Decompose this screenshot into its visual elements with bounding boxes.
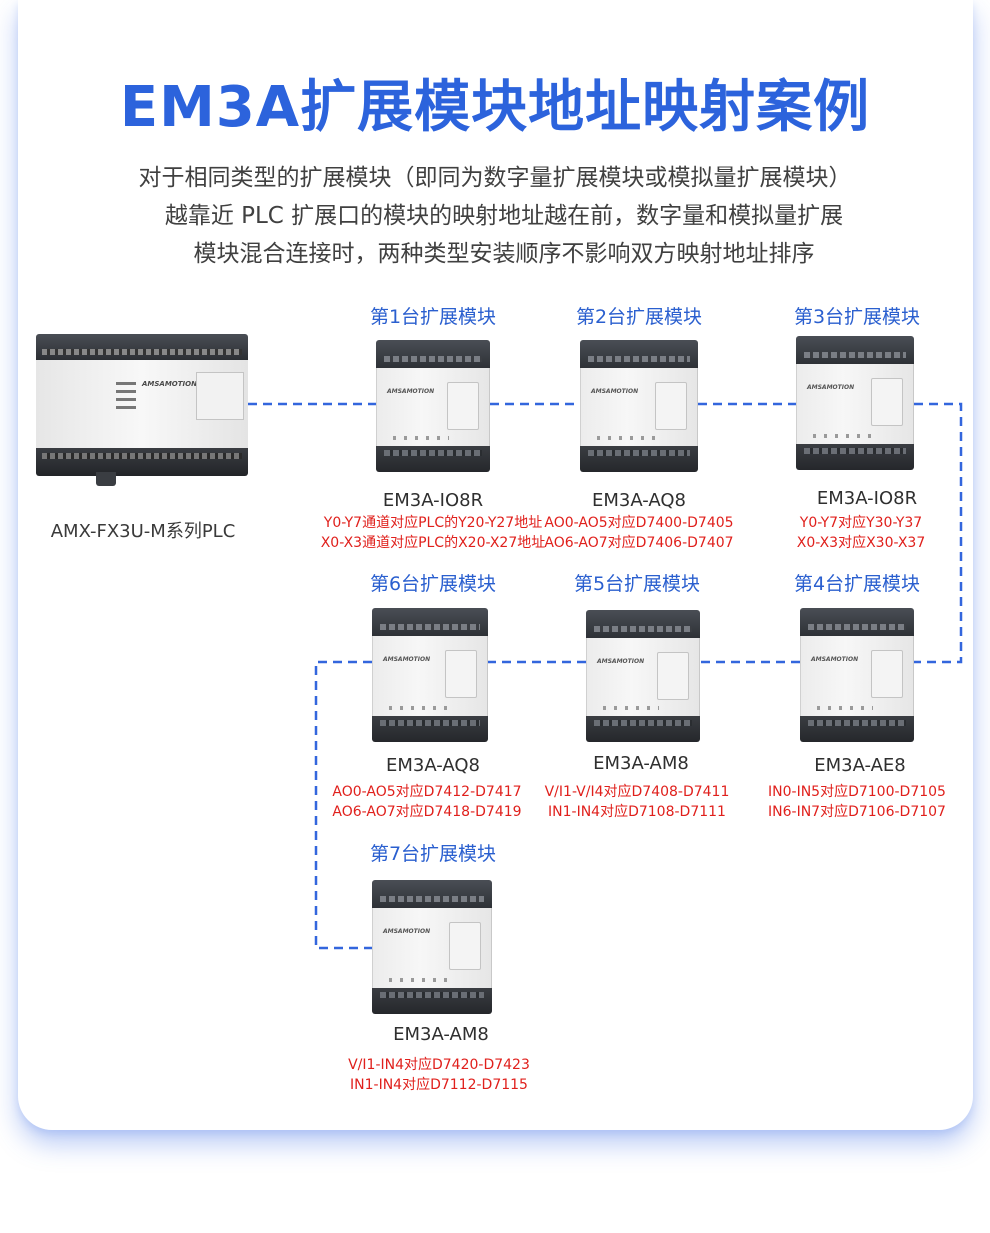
module-7-mapping-line-2: IN1-IN4对应D7112-D7115 [350,1077,528,1093]
module-6-brand: AMSAMOTION [383,656,431,663]
module-2-device: AMSAMOTION [580,340,698,472]
module-2-mapping-line-2: AO6-AO7对应D7406-D7407 [544,535,734,551]
module-1-brand: AMSAMOTION [387,388,435,395]
module-5-brand: AMSAMOTION [597,658,645,665]
module-2-brand: AMSAMOTION [591,388,639,395]
module-6-mapping-line-2: AO6-AO7对应D7418-D7419 [332,804,522,820]
connector-module-6-to-7 [314,660,372,950]
module-5-name: EM3A-AM8 [593,753,689,774]
module-3-name: EM3A-IO8R [816,488,918,509]
module-5-mapping-line-2: IN1-IN4对应D7108-D7111 [548,804,726,820]
module-5-device: AMSAMOTION [586,610,700,742]
module-3-mapping: Y0-Y7对应Y30-Y37 X0-X3对应X30-X37 [758,513,964,553]
page-title: EM3A扩展模块地址映射案例 [119,75,871,140]
module-2-mapping-line-1: AO0-AO5对应D7400-D7405 [544,515,734,531]
description-line-1: 对于相同类型的扩展模块（即同为数字量扩展模块或模拟量扩展模块） [138,165,852,191]
module-1-mapping-line-1: Y0-Y7通道对应PLC的Y20-Y27地址 [323,515,543,531]
module-5-mapping: V/I1-V/I4对应D7408-D7411 IN1-IN4对应D7108-D7… [534,782,740,822]
module-4-name: EM3A-AE8 [814,755,906,776]
module-7-mapping: V/I1-IN4对应D7420-D7423 IN1-IN4对应D7112-D71… [336,1055,542,1095]
module-5-heading: 第5台扩展模块 [573,573,701,595]
module-4-brand: AMSAMOTION [811,656,859,663]
module-7-heading: 第7台扩展模块 [369,843,497,865]
module-6-name: EM3A-AQ8 [386,755,480,776]
plc-status-leds [116,382,136,412]
plc-port-cover [196,372,244,420]
module-7-mapping-line-1: V/I1-IN4对应D7420-D7423 [348,1057,530,1073]
module-3-brand: AMSAMOTION [807,384,855,391]
module-1-mapping: Y0-Y7通道对应PLC的Y20-Y27地址 X0-X3通道对应PLC的X20-… [270,513,596,553]
content-card [18,0,973,1130]
module-3-device: AMSAMOTION [796,336,914,470]
module-4-heading: 第4台扩展模块 [793,573,921,595]
module-1-heading: 第1台扩展模块 [369,306,497,328]
plc-label: AMX-FX3U-M系列PLC [50,521,236,542]
module-3-mapping-line-2: X0-X3对应X30-X37 [796,535,926,551]
module-6-heading: 第6台扩展模块 [369,573,497,595]
description-line-2: 越靠近 PLC 扩展口的模块的映射地址越在前，数字量和模拟量扩展 [164,203,844,229]
module-2-name: EM3A-AQ8 [592,490,686,511]
module-3-heading: 第3台扩展模块 [793,306,921,328]
module-4-mapping-line-2: IN6-IN7对应D7106-D7107 [768,804,946,820]
plc-device: AMSAMOTION [36,334,248,476]
description-line-3: 模块混合连接时，两种类型安装顺序不影响双方映射地址排序 [193,241,815,267]
module-6-device: AMSAMOTION [372,608,488,742]
module-6-mapping-line-1: AO0-AO5对应D7412-D7417 [332,784,522,800]
module-7-brand: AMSAMOTION [383,928,431,935]
module-6-mapping: AO0-AO5对应D7412-D7417 AO6-AO7对应D7418-D741… [324,782,530,822]
plc-brand-label: AMSAMOTION [142,380,197,388]
connector-module-3-to-4 [914,402,963,664]
module-2-heading: 第2台扩展模块 [575,306,703,328]
plc-din-clip [96,472,116,486]
module-4-mapping: IN0-IN5对应D7100-D7105 IN6-IN7对应D7106-D710… [754,782,960,822]
module-2-mapping: AO0-AO5对应D7400-D7405 AO6-AO7对应D7406-D740… [536,513,742,553]
module-3-mapping-line-1: Y0-Y7对应Y30-Y37 [799,515,923,531]
module-5-mapping-line-1: V/I1-V/I4对应D7408-D7411 [544,784,730,800]
module-4-device: AMSAMOTION [800,608,914,742]
module-7-device: AMSAMOTION [372,880,492,1014]
module-1-device: AMSAMOTION [376,340,490,472]
module-1-name: EM3A-IO8R [382,490,484,511]
module-4-mapping-line-1: IN0-IN5对应D7100-D7105 [768,784,946,800]
module-7-name: EM3A-AM8 [393,1024,489,1045]
module-1-mapping-line-2: X0-X3通道对应PLC的X20-X27地址 [320,535,546,551]
